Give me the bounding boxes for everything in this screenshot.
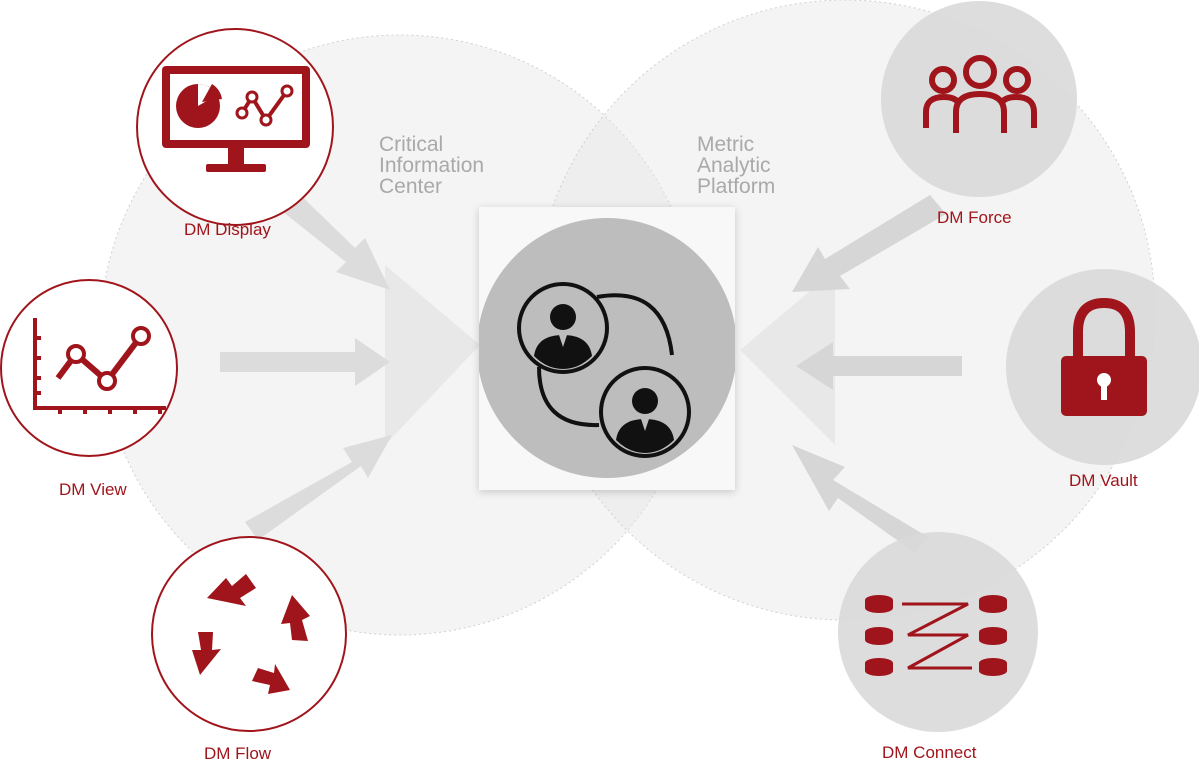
database-connect-icon	[865, 595, 1007, 676]
user-exchange-icon	[477, 218, 737, 478]
monitor-chart-icon	[162, 66, 310, 172]
arrow-flow	[245, 435, 392, 540]
right-funnel	[740, 270, 835, 445]
arrow-force	[792, 195, 946, 292]
dm-connect-label[interactable]: DM Connect	[882, 743, 977, 762]
dm-view-label[interactable]: DM View	[59, 480, 127, 499]
force-circle[interactable]	[881, 1, 1077, 197]
people-group-icon	[923, 55, 1037, 133]
metric-analytic-platform-label: Metric Analytic Platform	[697, 133, 776, 198]
flow-circle[interactable]	[151, 536, 347, 732]
arrow-view	[220, 338, 390, 386]
line-chart-icon	[33, 318, 166, 414]
arrow-connect	[792, 445, 928, 553]
dm-flow-label[interactable]: DM Flow	[204, 744, 272, 763]
arrow-display	[268, 180, 390, 290]
dm-display-label[interactable]: DM Display	[184, 220, 271, 239]
arrow-vault	[796, 342, 962, 390]
dm-force-label[interactable]: DM Force	[937, 208, 1012, 227]
left-funnel	[385, 265, 480, 445]
connect-circle[interactable]	[838, 532, 1038, 732]
padlock-icon	[1061, 297, 1147, 416]
center-hub-card	[477, 207, 737, 490]
cycle-arrows-icon	[192, 574, 310, 694]
dm-vault-label[interactable]: DM Vault	[1069, 471, 1138, 490]
critical-information-center-label: Critical Information Center	[379, 133, 485, 198]
